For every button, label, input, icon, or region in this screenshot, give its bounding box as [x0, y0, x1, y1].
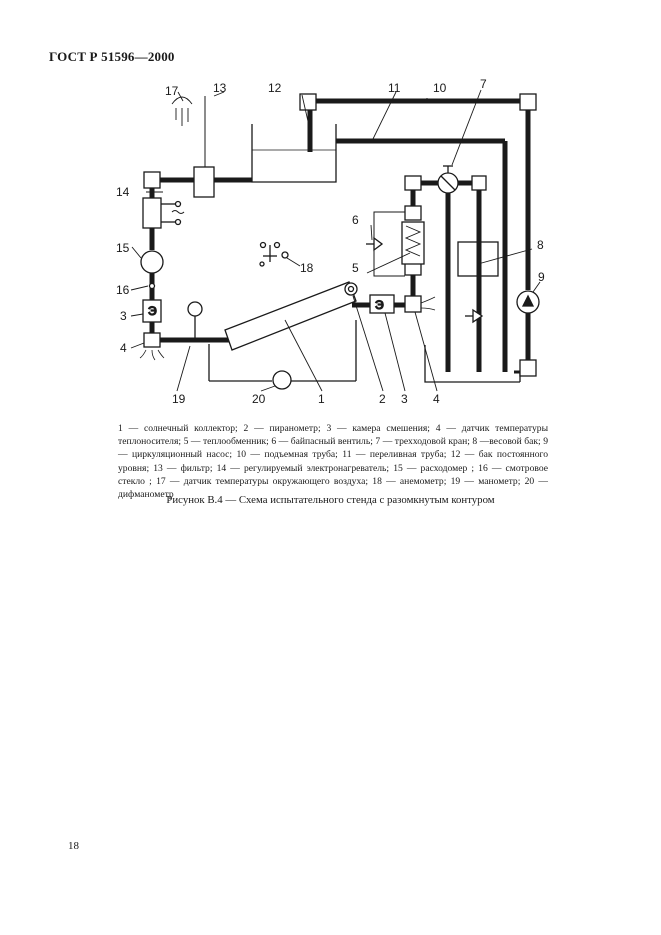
label-7: 7	[480, 77, 487, 91]
legend-item: 9 — циркуляционный насос;	[118, 436, 549, 461]
legend-item: 17 — датчик температуры окружающего возд…	[156, 475, 369, 487]
temp-sensor-right	[404, 295, 422, 313]
document-header: ГОСТ Р 51596—2000	[49, 49, 175, 64]
label-3-left: 3	[120, 309, 127, 323]
valve-column-top-node	[404, 175, 422, 191]
label-12: 12	[268, 81, 282, 95]
legend-item: 12 — бак постоянного уровня;	[118, 449, 548, 474]
legend-item: 13 — фильтр;	[153, 462, 213, 474]
test-stand-diagram: Э Э	[116, 77, 545, 406]
figure-caption: Рисунок В.4 — Схема испытательного стенд…	[166, 494, 495, 506]
legend-item: 16 — смотровое стекло ;	[118, 462, 549, 487]
legend-item: 20 — дифманометр	[118, 475, 549, 501]
legend-item: 11 — переливная труба;	[342, 449, 447, 461]
label-8: 8	[537, 238, 544, 252]
legend-item: 3 — камера смешения;	[326, 423, 430, 434]
air-temp-sensor-17	[175, 108, 189, 126]
label-10: 10	[433, 81, 447, 95]
legend-item: 15 — расходомер ;	[393, 462, 475, 474]
label-13: 13	[213, 81, 227, 95]
flowmeter-15	[140, 250, 164, 274]
differential-manometer-20	[272, 370, 292, 390]
heat-exchanger-upper-node	[404, 205, 422, 221]
label-2: 2	[379, 392, 386, 406]
heat-exchanger-5	[401, 221, 425, 265]
legend-item: 1 — солнечный коллектор;	[118, 423, 238, 434]
label-16: 16	[116, 283, 130, 297]
label-18: 18	[300, 261, 314, 275]
anemometer-18	[281, 251, 289, 259]
left-top-node	[143, 171, 161, 189]
legend-item: 8 —весовой бак;	[472, 436, 541, 448]
legend-item: 10 — подъемная труба;	[236, 449, 338, 461]
constant-level-tank	[251, 124, 337, 183]
label-15: 15	[116, 241, 130, 255]
legend-item: 19 — манометр;	[450, 475, 521, 487]
label-19: 19	[172, 392, 186, 406]
pyranometer-2	[344, 282, 358, 296]
label-9: 9	[538, 270, 545, 284]
label-6: 6	[352, 213, 359, 227]
heat-exchanger-lower-node	[404, 262, 422, 276]
filter-13	[193, 166, 215, 198]
solar-collector	[224, 281, 357, 351]
label-1: 1	[318, 392, 325, 406]
legend-item: 4 — датчик температуры теплоносителя;	[118, 423, 549, 448]
legend-item: 18 — анемометр;	[372, 475, 447, 487]
pump-bottom-node	[519, 359, 537, 377]
temp-sensor-left	[143, 332, 161, 348]
label-5: 5	[352, 261, 359, 275]
bypass-valve-6	[373, 236, 384, 252]
figure-legend: 1 — солнечный коллектор; 2 — пиранометр;…	[118, 422, 548, 501]
label-11: 11	[388, 81, 401, 95]
label-4-left: 4	[120, 341, 127, 355]
manometer-19	[187, 301, 203, 317]
legend-item: 6 — байпасный вентиль;	[271, 436, 373, 448]
svg-text:Э: Э	[148, 304, 157, 318]
valve-right-node	[471, 175, 487, 191]
svg-text:Э: Э	[375, 298, 384, 312]
page-number: 18	[68, 840, 79, 852]
heater-14	[142, 197, 162, 229]
top-right-node	[519, 93, 537, 111]
label-14: 14	[116, 185, 130, 199]
legend-item: 14 — регулируемый электронагреватель;	[216, 462, 390, 474]
legend-item: 5 — теплообменник;	[183, 436, 269, 448]
bottom-tank	[424, 345, 520, 383]
label-20: 20	[252, 392, 266, 406]
label-17: 17	[165, 84, 179, 98]
legend-item: 2 — пиранометр;	[243, 423, 321, 434]
label-3-right: 3	[401, 392, 408, 406]
label-4-right: 4	[433, 392, 440, 406]
legend-item: 7 — трехходовой кран;	[375, 436, 470, 448]
